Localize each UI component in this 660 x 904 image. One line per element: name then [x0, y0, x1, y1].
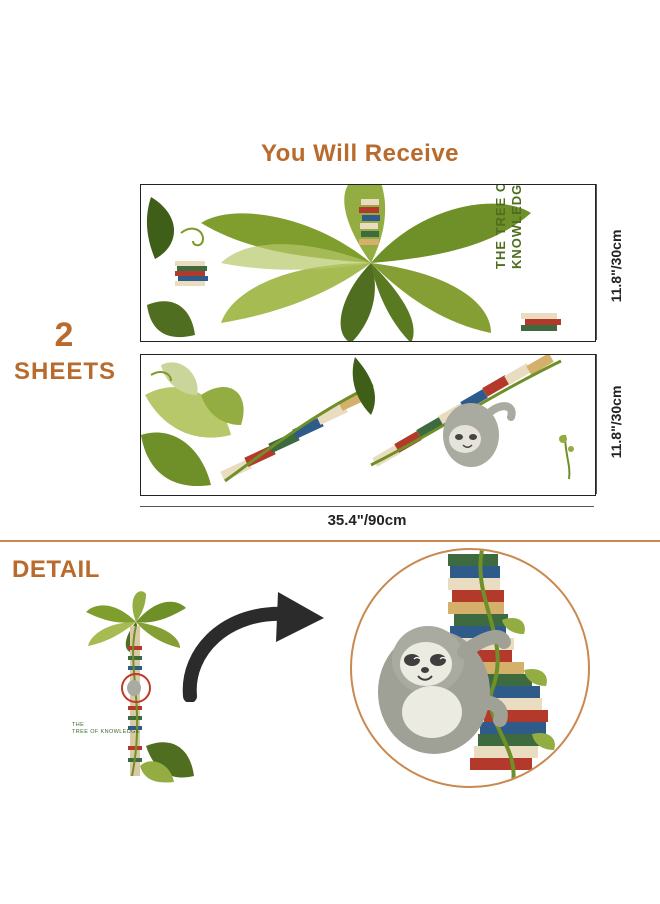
detail-zoom-artwork [378, 550, 555, 786]
heading-you-will-receive: You Will Receive [260, 140, 460, 167]
sheet-1-title-block: THE TREE OF KNOWLEDGE [493, 185, 573, 313]
sheet-2-artwork [141, 355, 574, 487]
detail-zoom-circle [350, 548, 590, 788]
detail-caption-line-1: THE [72, 722, 85, 728]
total-width-label: 35.4"/90cm [327, 512, 407, 529]
detail-caption-line-2: TREE OF KNOWLEDGE [72, 729, 140, 735]
sheet-2-height-label: 11.8"/30cm [608, 385, 624, 459]
detail-tree-artwork [86, 591, 194, 783]
curved-arrow-icon [182, 592, 324, 702]
section-divider [0, 540, 660, 542]
sloth-figure [443, 402, 516, 467]
sticker-sheet-2 [140, 354, 596, 496]
sheet-count-label: SHEETS [13, 358, 117, 385]
sheet-1-title-line-2: KNOWLEDGE [509, 184, 524, 269]
width-line [140, 506, 594, 507]
sloth-zoom-figure [378, 626, 511, 754]
sheet-count-number: 2 [54, 316, 74, 354]
sheet-1-artwork [146, 185, 561, 341]
sheet-1-height-line [596, 184, 597, 340]
sheet-1-height-label: 11.8"/30cm [608, 229, 624, 303]
sheet-1-title-line-1: THE TREE OF [493, 184, 508, 269]
sticker-sheet-1: THE TREE OF KNOWLEDGE [140, 184, 596, 342]
detail-title: DETAIL [12, 556, 100, 583]
detail-tree-thumbnail [70, 586, 210, 786]
sheet-2-height-line [596, 354, 597, 494]
